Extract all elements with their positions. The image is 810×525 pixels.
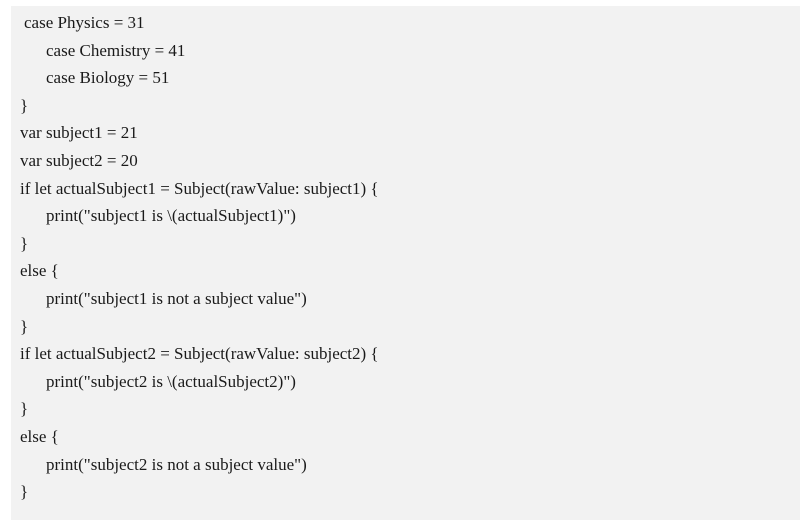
code-block: case Physics = 31 case Chemistry = 41 case… — [11, 6, 800, 520]
code-line: } — [20, 233, 29, 253]
code-line: } — [20, 399, 29, 419]
code-line: } — [20, 482, 29, 502]
code-line: if let actualSubject1 = Subject(rawValue… — [20, 178, 379, 198]
code-line: case Physics = 31 — [24, 13, 145, 32]
code-line: print("subject1 is \(actualSubject1)") — [46, 206, 296, 226]
code-line: } — [20, 316, 29, 336]
code-line: print("subject2 is \(actualSubject2)") — [46, 371, 296, 391]
code-line: print("subject2 is not a subject value") — [46, 454, 307, 474]
code-line: var subject1 = 21 — [20, 123, 138, 143]
code-line: else { — [20, 427, 59, 446]
code-line: if let actualSubject2 = Subject(rawValue… — [20, 344, 379, 364]
code-line: else { — [20, 261, 59, 281]
code-line: case Biology = 51 — [46, 68, 170, 88]
code-line: } — [20, 95, 29, 115]
code-line: var subject2 = 20 — [20, 151, 138, 170]
code-line: print("subject1 is not a subject value") — [46, 289, 307, 308]
code-line: case Chemistry = 41 — [46, 40, 186, 60]
